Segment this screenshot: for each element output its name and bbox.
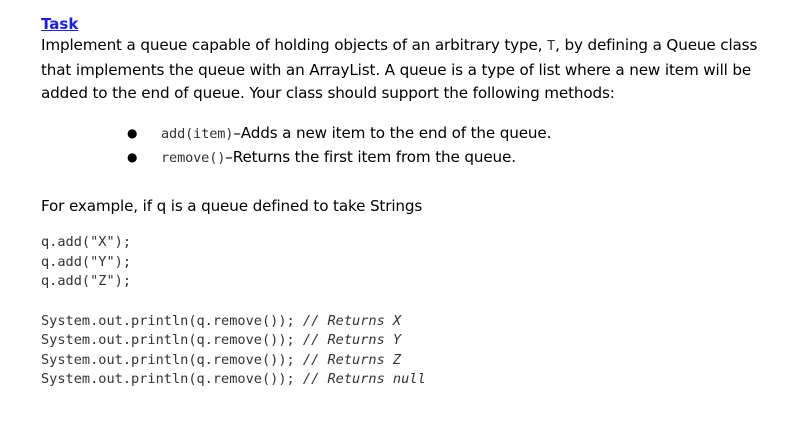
intro-part-2: , by defining a Queue class that impleme… — [41, 36, 758, 102]
method-list: ● add(item)–Adds a new item to the end of… — [41, 122, 761, 170]
code-block-prints: System.out.println(q.remove()); // Retur… — [41, 312, 761, 390]
code-statement: System.out.println(q.remove()); — [41, 312, 303, 329]
code-line: q.add("Y"); — [41, 253, 132, 270]
code-statement: System.out.println(q.remove()); — [41, 351, 303, 368]
task-description: Implement a queue capable of holding obj… — [41, 34, 761, 106]
bullet-icon: ● — [127, 149, 138, 164]
method-description: –Adds a new item to the end of the queue… — [233, 123, 552, 142]
task-document: Task Implement a queue capable of holdin… — [41, 14, 761, 390]
code-block-adds: q.add("X"); q.add("Y"); q.add("Z"); — [41, 233, 761, 292]
code-line: System.out.println(q.remove()); // Retur… — [41, 351, 761, 371]
code-comment: // Returns Y — [302, 332, 402, 348]
task-heading: Task — [41, 15, 79, 33]
bullet-icon: ● — [127, 125, 138, 140]
list-item: ● add(item)–Adds a new item to the end of… — [127, 122, 761, 146]
code-line: System.out.println(q.remove()); // Retur… — [41, 312, 761, 332]
code-line: System.out.println(q.remove()); // Retur… — [41, 370, 761, 390]
example-intro: For example, if q is a queue defined to … — [41, 196, 423, 215]
code-line: q.add("X"); — [41, 234, 132, 250]
method-signature: remove() — [161, 149, 226, 166]
method-description: –Returns the first item from the queue. — [225, 147, 516, 166]
code-line: System.out.println(q.remove()); // Retur… — [41, 331, 761, 351]
list-item: ● remove()–Returns the first item from th… — [127, 146, 761, 170]
code-line: q.add("Z"); — [41, 273, 132, 289]
code-statement: System.out.println(q.remove()); — [41, 371, 303, 387]
code-statement: System.out.println(q.remove()); — [41, 332, 303, 348]
code-comment: // Returns Z — [302, 351, 402, 368]
method-signature: add(item) — [161, 125, 234, 142]
code-comment: // Returns X — [302, 312, 402, 329]
intro-part-1: Implement a queue capable of holding obj… — [41, 36, 548, 54]
code-comment: // Returns null — [302, 371, 426, 387]
type-parameter: T — [547, 38, 556, 54]
